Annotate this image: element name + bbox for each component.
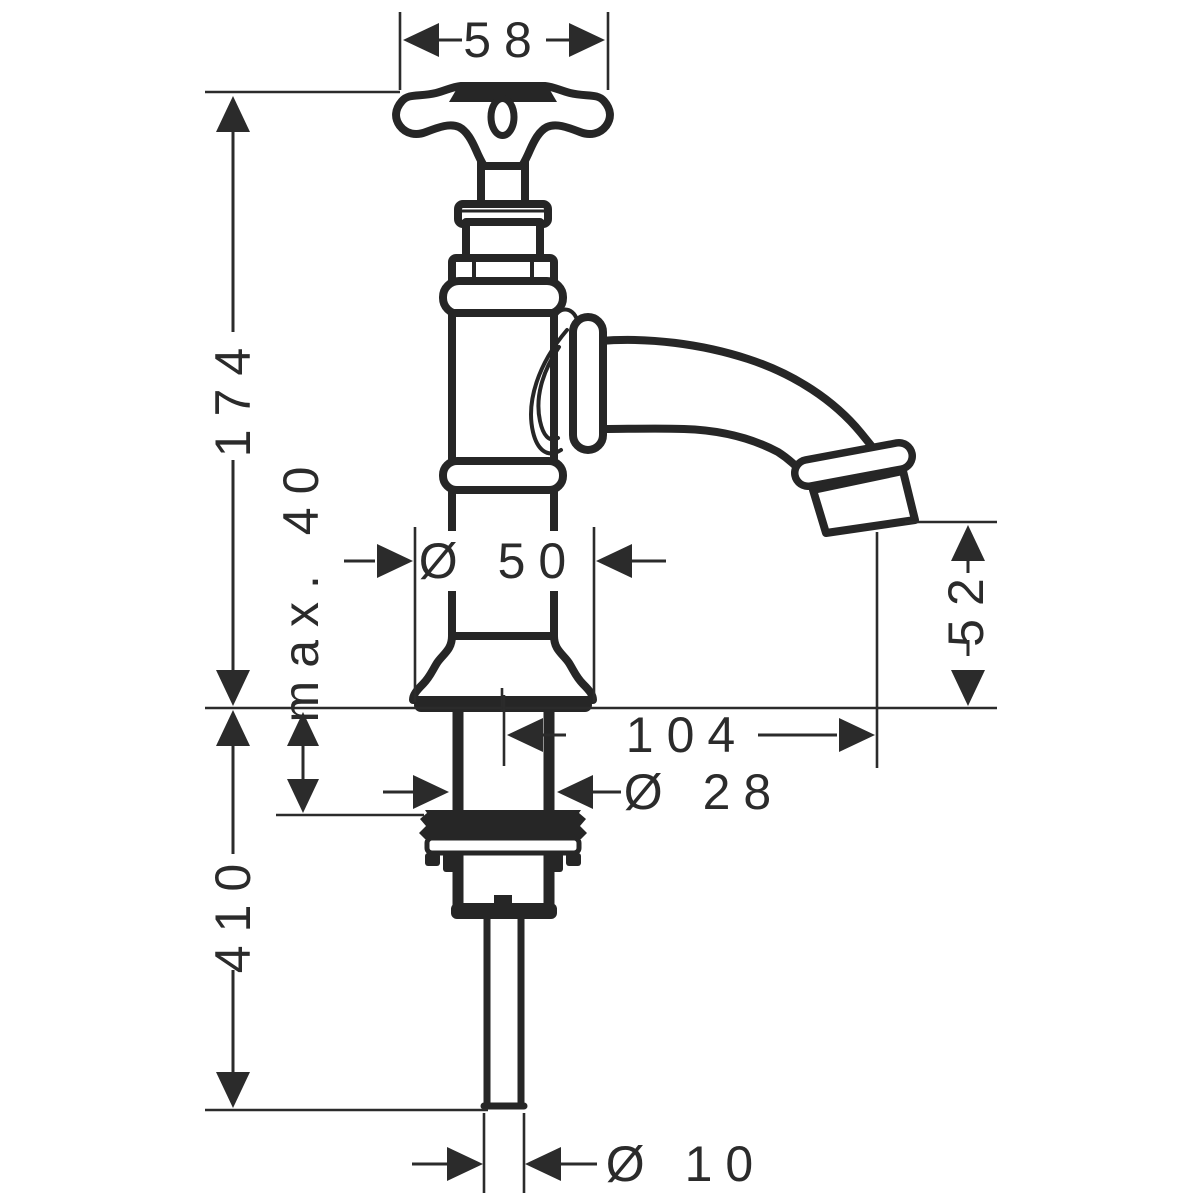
dim-label-410: 410 — [205, 851, 261, 973]
washer — [424, 835, 582, 856]
spout-collar — [569, 313, 607, 454]
shank-cap — [451, 903, 557, 919]
dimension-reach-104: 104 — [502, 532, 879, 768]
spout-junction-bump — [552, 307, 579, 322]
dim-arrow-down — [216, 1072, 250, 1108]
dim-label-174: 174 — [205, 335, 261, 457]
nut-tooth — [425, 853, 440, 866]
nut-tooth — [550, 853, 563, 872]
dim-arrow-right — [569, 23, 605, 57]
dimension-pipe-diameter-10: Ø 10 — [412, 1113, 766, 1193]
dim-label-d28: Ø 28 — [624, 764, 784, 820]
dimension-outlet-height-52: 52 — [905, 520, 997, 706]
dim-arrow-up — [216, 96, 250, 132]
dim-label-d50: Ø 50 — [419, 533, 579, 589]
spout-cone-curve-outer — [529, 328, 569, 456]
dimension-supply-length-410: 410 — [205, 710, 488, 1112]
dim-label-52: 52 — [938, 565, 994, 647]
mounting-nut — [419, 810, 587, 839]
dimension-handle-width: 58 — [398, 12, 610, 90]
dim-arrow-up — [216, 710, 250, 746]
spout-cone-curve-inner — [536, 345, 561, 442]
dimension-max-deck-40: max. 40 — [273, 454, 424, 817]
lower-bead-ring — [439, 457, 567, 494]
dim-arrow-right — [377, 544, 413, 578]
dim-arrow-left — [403, 23, 439, 57]
dim-label-104: 104 — [626, 707, 748, 763]
dimension-shank-diameter-28: Ø 28 — [383, 764, 784, 820]
handle-hub-top — [449, 85, 557, 102]
dim-label-58: 58 — [463, 12, 545, 68]
outlet-band-inner — [798, 446, 909, 483]
dim-arrow-right — [413, 775, 449, 809]
dim-arrow-left — [557, 775, 593, 809]
aerator — [809, 467, 919, 537]
dim-arrow-left — [525, 1147, 561, 1181]
dim-label-max40: max. 40 — [273, 454, 329, 723]
dim-arrow-right — [447, 1147, 483, 1181]
dim-arrow-down — [216, 670, 250, 706]
dimension-base-diameter-50: Ø 50 — [344, 527, 666, 702]
dim-arrow-left — [596, 544, 632, 578]
nut-tooth — [443, 853, 456, 872]
dim-arrow-up — [287, 712, 319, 746]
nut-tooth — [566, 853, 581, 866]
faucet-outline — [392, 82, 919, 1110]
dim-arrow-down — [287, 779, 319, 813]
dimension-height-174: 174 — [205, 90, 400, 706]
dim-arrow-right — [839, 718, 875, 752]
label-mask — [429, 531, 577, 591]
handle-front-spoke — [487, 95, 518, 139]
dim-arrow-up — [951, 525, 985, 561]
dim-arrow-left — [507, 718, 543, 752]
dim-label-d10: Ø 10 — [606, 1136, 766, 1192]
dim-arrow-down — [951, 670, 985, 706]
